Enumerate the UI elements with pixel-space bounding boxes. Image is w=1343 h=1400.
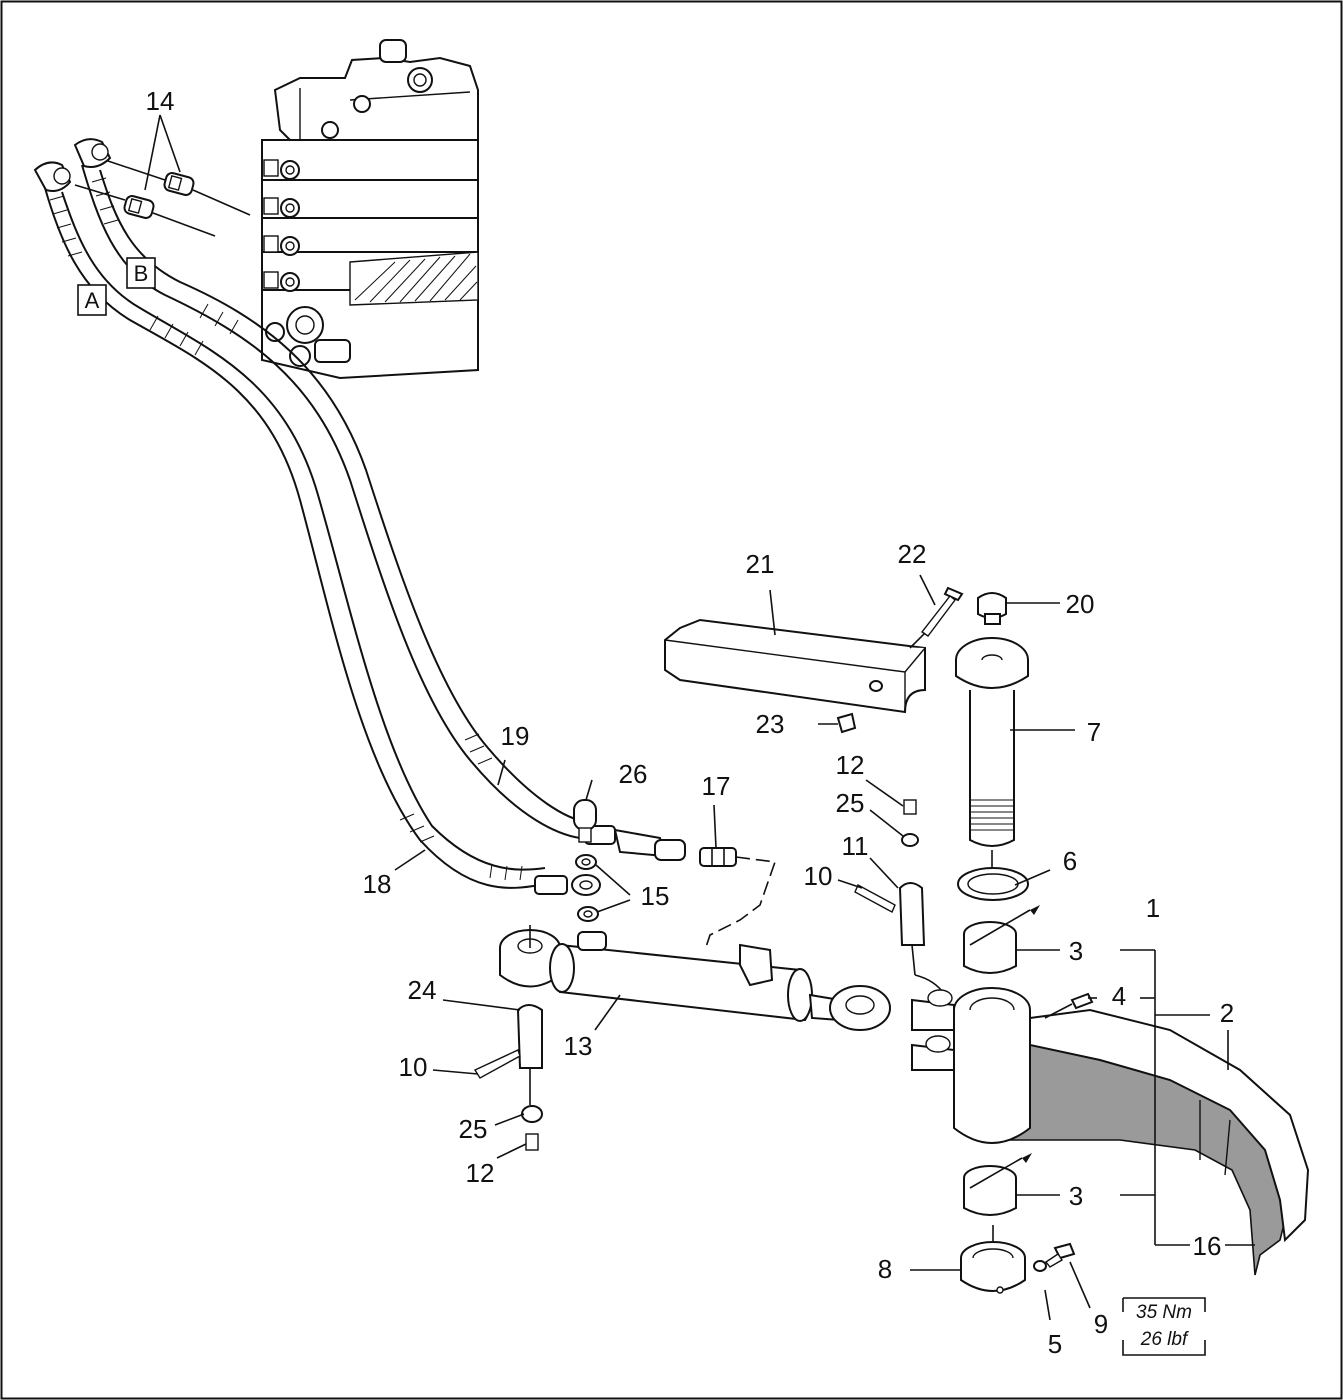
callout-3-upper: 3 xyxy=(1069,936,1083,966)
callout-26: 26 xyxy=(619,759,648,789)
callout-18: 18 xyxy=(363,869,392,899)
hose-label-a: A xyxy=(77,284,107,316)
callout-9: 9 xyxy=(1094,1309,1108,1339)
leader-lines xyxy=(144,114,1255,1321)
callout-10-right: 10 xyxy=(804,861,833,891)
callout-4: 4 xyxy=(1112,981,1126,1011)
control-valve-block xyxy=(261,39,479,380)
callout-12-right: 12 xyxy=(836,750,865,780)
lower-bushing xyxy=(963,1153,1032,1216)
hose-fittings xyxy=(74,159,251,237)
grease-nipple xyxy=(1044,992,1094,1019)
callout-14: 14 xyxy=(146,86,175,116)
swing-arm xyxy=(1004,1008,1310,1276)
callout-25-left: 25 xyxy=(459,1114,488,1144)
upper-bushing xyxy=(963,905,1040,974)
callout-15: 15 xyxy=(641,881,670,911)
svg-text:A: A xyxy=(85,288,100,313)
callout-10-left: 10 xyxy=(399,1052,428,1082)
pivot-pin xyxy=(955,592,1029,870)
callout-1: 1 xyxy=(1146,893,1160,923)
arm-hub xyxy=(911,987,1031,1144)
callout-11: 11 xyxy=(842,831,869,861)
callout-20: 20 xyxy=(1066,589,1095,619)
callout-24: 24 xyxy=(408,975,437,1005)
torque-imperial: 26 lbf xyxy=(1140,1329,1189,1350)
bracket-plate xyxy=(664,618,926,734)
callout-7: 7 xyxy=(1087,717,1101,747)
pin-and-grease-fitting-right xyxy=(854,799,946,996)
torque-specification: 35 Nm 26 lbf xyxy=(1122,1297,1206,1356)
callout-17: 17 xyxy=(702,771,731,801)
callout-numbers: 14 21 22 20 7 23 19 26 17 12 25 11 10 6 … xyxy=(146,86,1235,1359)
callout-22: 22 xyxy=(898,539,927,569)
adapter-fitting xyxy=(699,847,777,951)
lock-nut xyxy=(960,1225,1026,1294)
callout-5: 5 xyxy=(1048,1329,1062,1359)
bolt xyxy=(909,586,964,649)
callout-13: 13 xyxy=(564,1031,593,1061)
callout-12-left: 12 xyxy=(466,1158,495,1188)
callout-6: 6 xyxy=(1063,846,1077,876)
hose-label-b: B xyxy=(126,257,156,289)
callout-23: 23 xyxy=(756,709,785,739)
torque-metric: 35 Nm xyxy=(1136,1302,1192,1323)
hydraulic-cylinder xyxy=(499,925,891,1031)
svg-text:B: B xyxy=(134,261,149,286)
callout-2: 2 xyxy=(1220,998,1234,1028)
callout-19: 19 xyxy=(501,721,530,751)
callout-3-lower: 3 xyxy=(1069,1181,1083,1211)
pin-and-grease-fitting-left xyxy=(473,1004,543,1151)
callout-25-right: 25 xyxy=(836,788,865,818)
thrust-washer xyxy=(957,867,1029,901)
callout-21: 21 xyxy=(746,549,775,579)
callout-8: 8 xyxy=(878,1254,892,1284)
clamp-screw xyxy=(1033,1242,1076,1272)
callout-16: 16 xyxy=(1193,1231,1222,1261)
banjo-bolt-and-washers xyxy=(571,799,601,922)
